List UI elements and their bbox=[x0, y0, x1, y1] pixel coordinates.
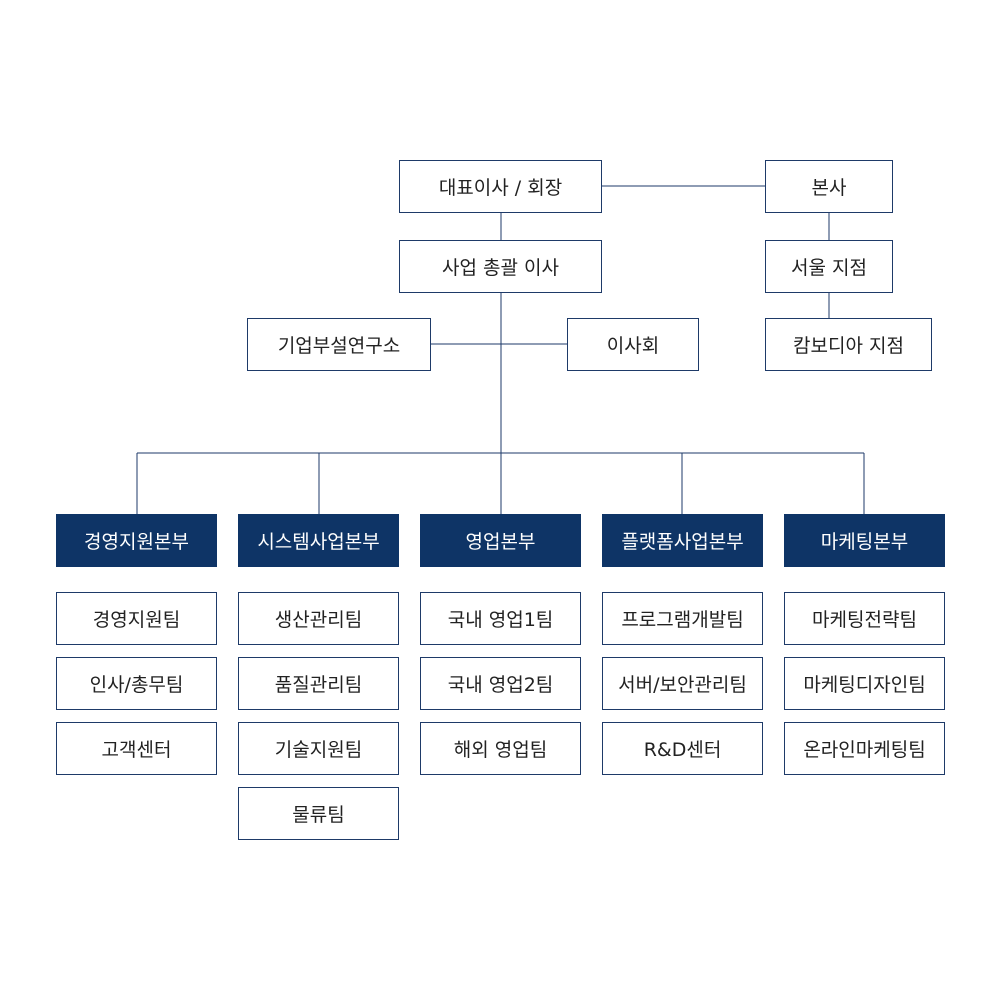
team-node: 국내 영업2팀 bbox=[420, 657, 581, 710]
ceo-node: 대표이사 / 회장 bbox=[399, 160, 602, 213]
research-lab-node: 기업부설연구소 bbox=[247, 318, 431, 371]
team-node: 프로그램개발팀 bbox=[602, 592, 763, 645]
team-node: 품질관리팀 bbox=[238, 657, 399, 710]
division-sales: 영업본부 bbox=[420, 514, 581, 567]
team-node: 국내 영업1팀 bbox=[420, 592, 581, 645]
team-node: 서버/보안관리팀 bbox=[602, 657, 763, 710]
team-node: 인사/총무팀 bbox=[56, 657, 217, 710]
team-node: 온라인마케팅팀 bbox=[784, 722, 945, 775]
team-node: 물류팀 bbox=[238, 787, 399, 840]
coo-node: 사업 총괄 이사 bbox=[399, 240, 602, 293]
division-marketing: 마케팅본부 bbox=[784, 514, 945, 567]
cambodia-branch-node: 캄보디아 지점 bbox=[765, 318, 932, 371]
seoul-branch-node: 서울 지점 bbox=[765, 240, 893, 293]
team-node: 마케팅디자인팀 bbox=[784, 657, 945, 710]
team-node: R&D센터 bbox=[602, 722, 763, 775]
team-node: 기술지원팀 bbox=[238, 722, 399, 775]
team-node: 고객센터 bbox=[56, 722, 217, 775]
division-system-business: 시스템사업본부 bbox=[238, 514, 399, 567]
board-node: 이사회 bbox=[567, 318, 699, 371]
team-node: 생산관리팀 bbox=[238, 592, 399, 645]
hq-node: 본사 bbox=[765, 160, 893, 213]
team-node: 경영지원팀 bbox=[56, 592, 217, 645]
division-platform-business: 플랫폼사업본부 bbox=[602, 514, 763, 567]
team-node: 마케팅전략팀 bbox=[784, 592, 945, 645]
team-node: 해외 영업팀 bbox=[420, 722, 581, 775]
division-management-support: 경영지원본부 bbox=[56, 514, 217, 567]
